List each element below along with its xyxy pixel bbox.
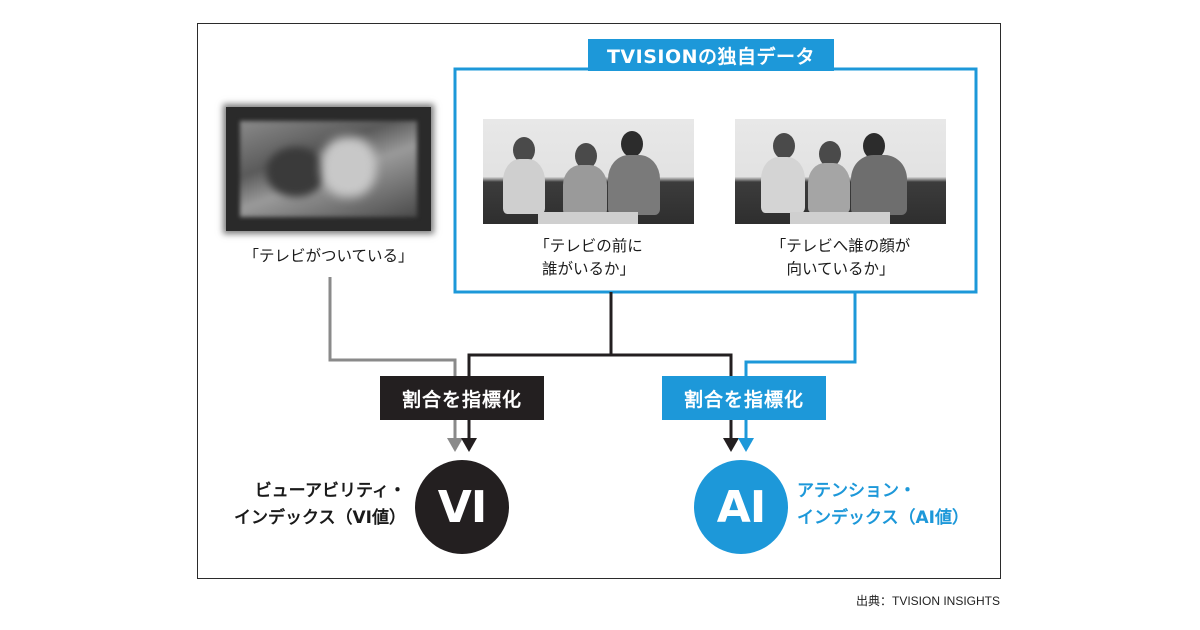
- viewers-photo-presence: [483, 119, 694, 224]
- caption-tv-on: 「テレビがついている」: [243, 247, 414, 265]
- tvision-data-box: [453, 67, 978, 294]
- ratio-label-ai: 割合を指標化: [662, 376, 826, 420]
- black-arrowhead-vi: [461, 438, 477, 452]
- tvision-data-tag: TVISIONの独自データ: [588, 39, 834, 71]
- gray-arrowhead: [447, 438, 463, 452]
- viewers-photo-attention: [735, 119, 946, 224]
- ratio-label-vi: 割合を指標化: [380, 376, 544, 420]
- tv-screen-photo: [226, 107, 431, 231]
- attention-index-label: アテンション・ インデックス（AI値）: [797, 481, 969, 528]
- blue-arrowhead: [738, 438, 754, 452]
- vi-circle: VI: [415, 460, 509, 554]
- black-arrowhead-ai: [723, 438, 739, 452]
- source-credit: 出典：TVISION INSIGHTS: [855, 594, 1000, 608]
- diagram-frame: [197, 23, 1001, 579]
- caption-in-front: 「テレビの前に 誰がいるか」: [534, 237, 643, 278]
- viewability-index-label: ビューアビリティ・ インデックス（VI値）: [234, 481, 406, 528]
- ai-circle: AI: [694, 460, 788, 554]
- caption-facing: 「テレビへ誰の顔が 向いているか」: [770, 237, 911, 278]
